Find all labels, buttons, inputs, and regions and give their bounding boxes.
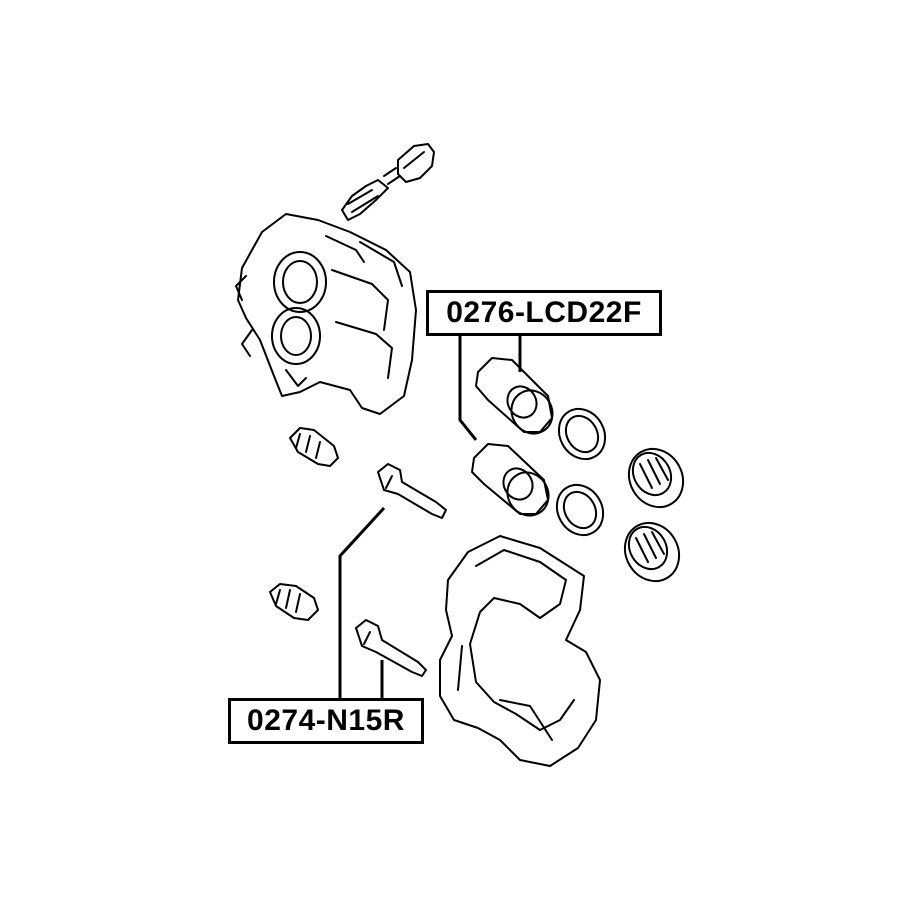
guide-pin-lower xyxy=(355,619,427,677)
piston-seal-lower xyxy=(555,483,605,537)
piston-lower xyxy=(471,443,550,517)
bleeder-screw xyxy=(341,143,435,221)
caliper-bracket xyxy=(439,535,601,767)
piston-upper xyxy=(475,357,554,435)
piston-boot-upper xyxy=(627,447,685,509)
leader-pin-upper xyxy=(338,506,386,698)
leader-piston-lower xyxy=(458,336,478,441)
dust-boot-lower xyxy=(269,583,319,621)
piston-seal-upper xyxy=(557,407,607,461)
part-number-label-guide-pin: 0274-N15R xyxy=(228,698,424,744)
part-number-label-piston-kit: 0276-LCD22F xyxy=(426,290,662,336)
caliper-housing xyxy=(235,213,417,415)
guide-pin-upper xyxy=(377,463,447,519)
leader-lines xyxy=(338,336,522,698)
piston-boot-lower xyxy=(623,521,681,583)
dust-boot-upper xyxy=(289,427,339,467)
